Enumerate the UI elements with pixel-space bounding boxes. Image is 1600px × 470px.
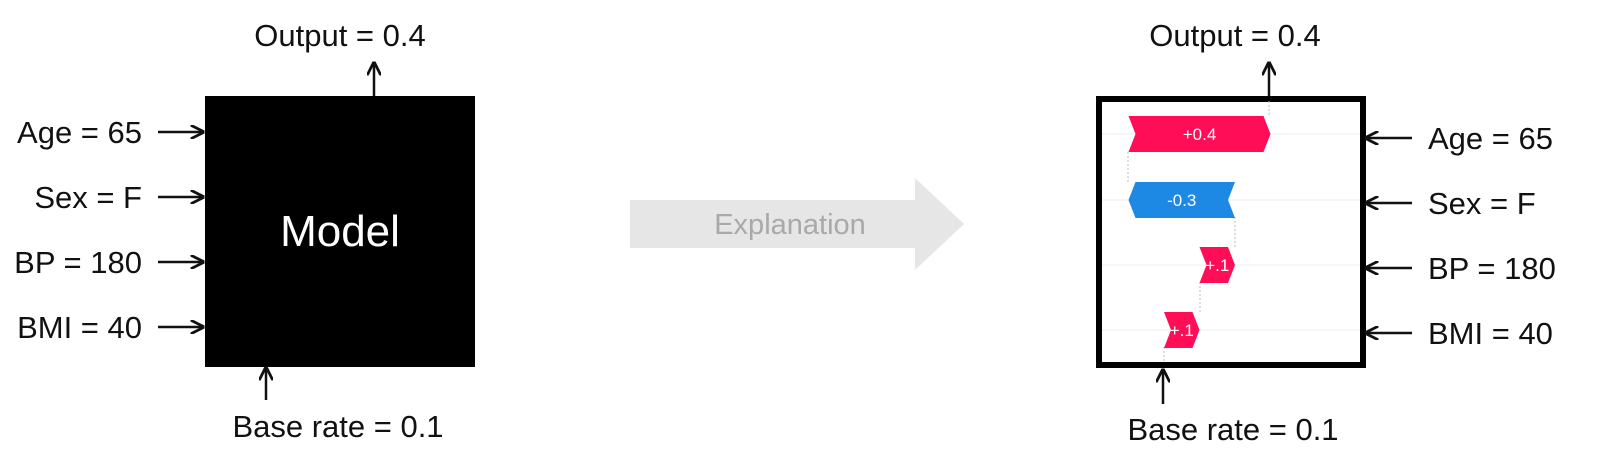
model-box <box>205 96 475 367</box>
contribution-label-age: +0.4 <box>1183 125 1217 144</box>
left-input-sex: Sex = F <box>34 180 142 215</box>
explanation-arrow: Explanation <box>630 178 964 270</box>
contribution-bar-bmi <box>1164 312 1200 348</box>
left-base-label: Base rate = 0.1 <box>232 409 443 444</box>
right-input-bmi: BMI = 40 <box>1428 316 1553 351</box>
contribution-bar-bp <box>1199 247 1235 283</box>
contribution-label-sex: -0.3 <box>1167 191 1196 210</box>
right-input-age: Age = 65 <box>1428 121 1553 156</box>
right-base-label: Base rate = 0.1 <box>1127 412 1338 447</box>
explained-panel: Output = 0.4 +0.4 -0.3 +.1 +.1 Age = 65 Sex… <box>1096 18 1556 447</box>
contribution-bar-age <box>1128 116 1271 152</box>
left-output-label: Output = 0.4 <box>254 18 425 53</box>
right-input-sex: Sex = F <box>1428 186 1536 221</box>
black-box-panel: Output = 0.4 Model Age = 65 Sex = F BP =… <box>14 18 475 444</box>
explanation-arrow-shape <box>630 178 964 270</box>
right-input-bp: BP = 180 <box>1428 251 1556 286</box>
contribution-label-bmi: +.1 <box>1170 321 1194 340</box>
model-label: Model <box>280 207 400 256</box>
left-input-bp: BP = 180 <box>14 245 142 280</box>
contribution-bar-sex <box>1128 182 1235 218</box>
left-input-bmi: BMI = 40 <box>17 310 142 345</box>
contribution-label-bp: +.1 <box>1205 256 1229 275</box>
left-input-age: Age = 65 <box>17 115 142 150</box>
right-output-label: Output = 0.4 <box>1149 18 1320 53</box>
contribution-bars: +0.4 -0.3 +.1 +.1 <box>1128 116 1271 348</box>
explanation-label: Explanation <box>714 209 866 241</box>
